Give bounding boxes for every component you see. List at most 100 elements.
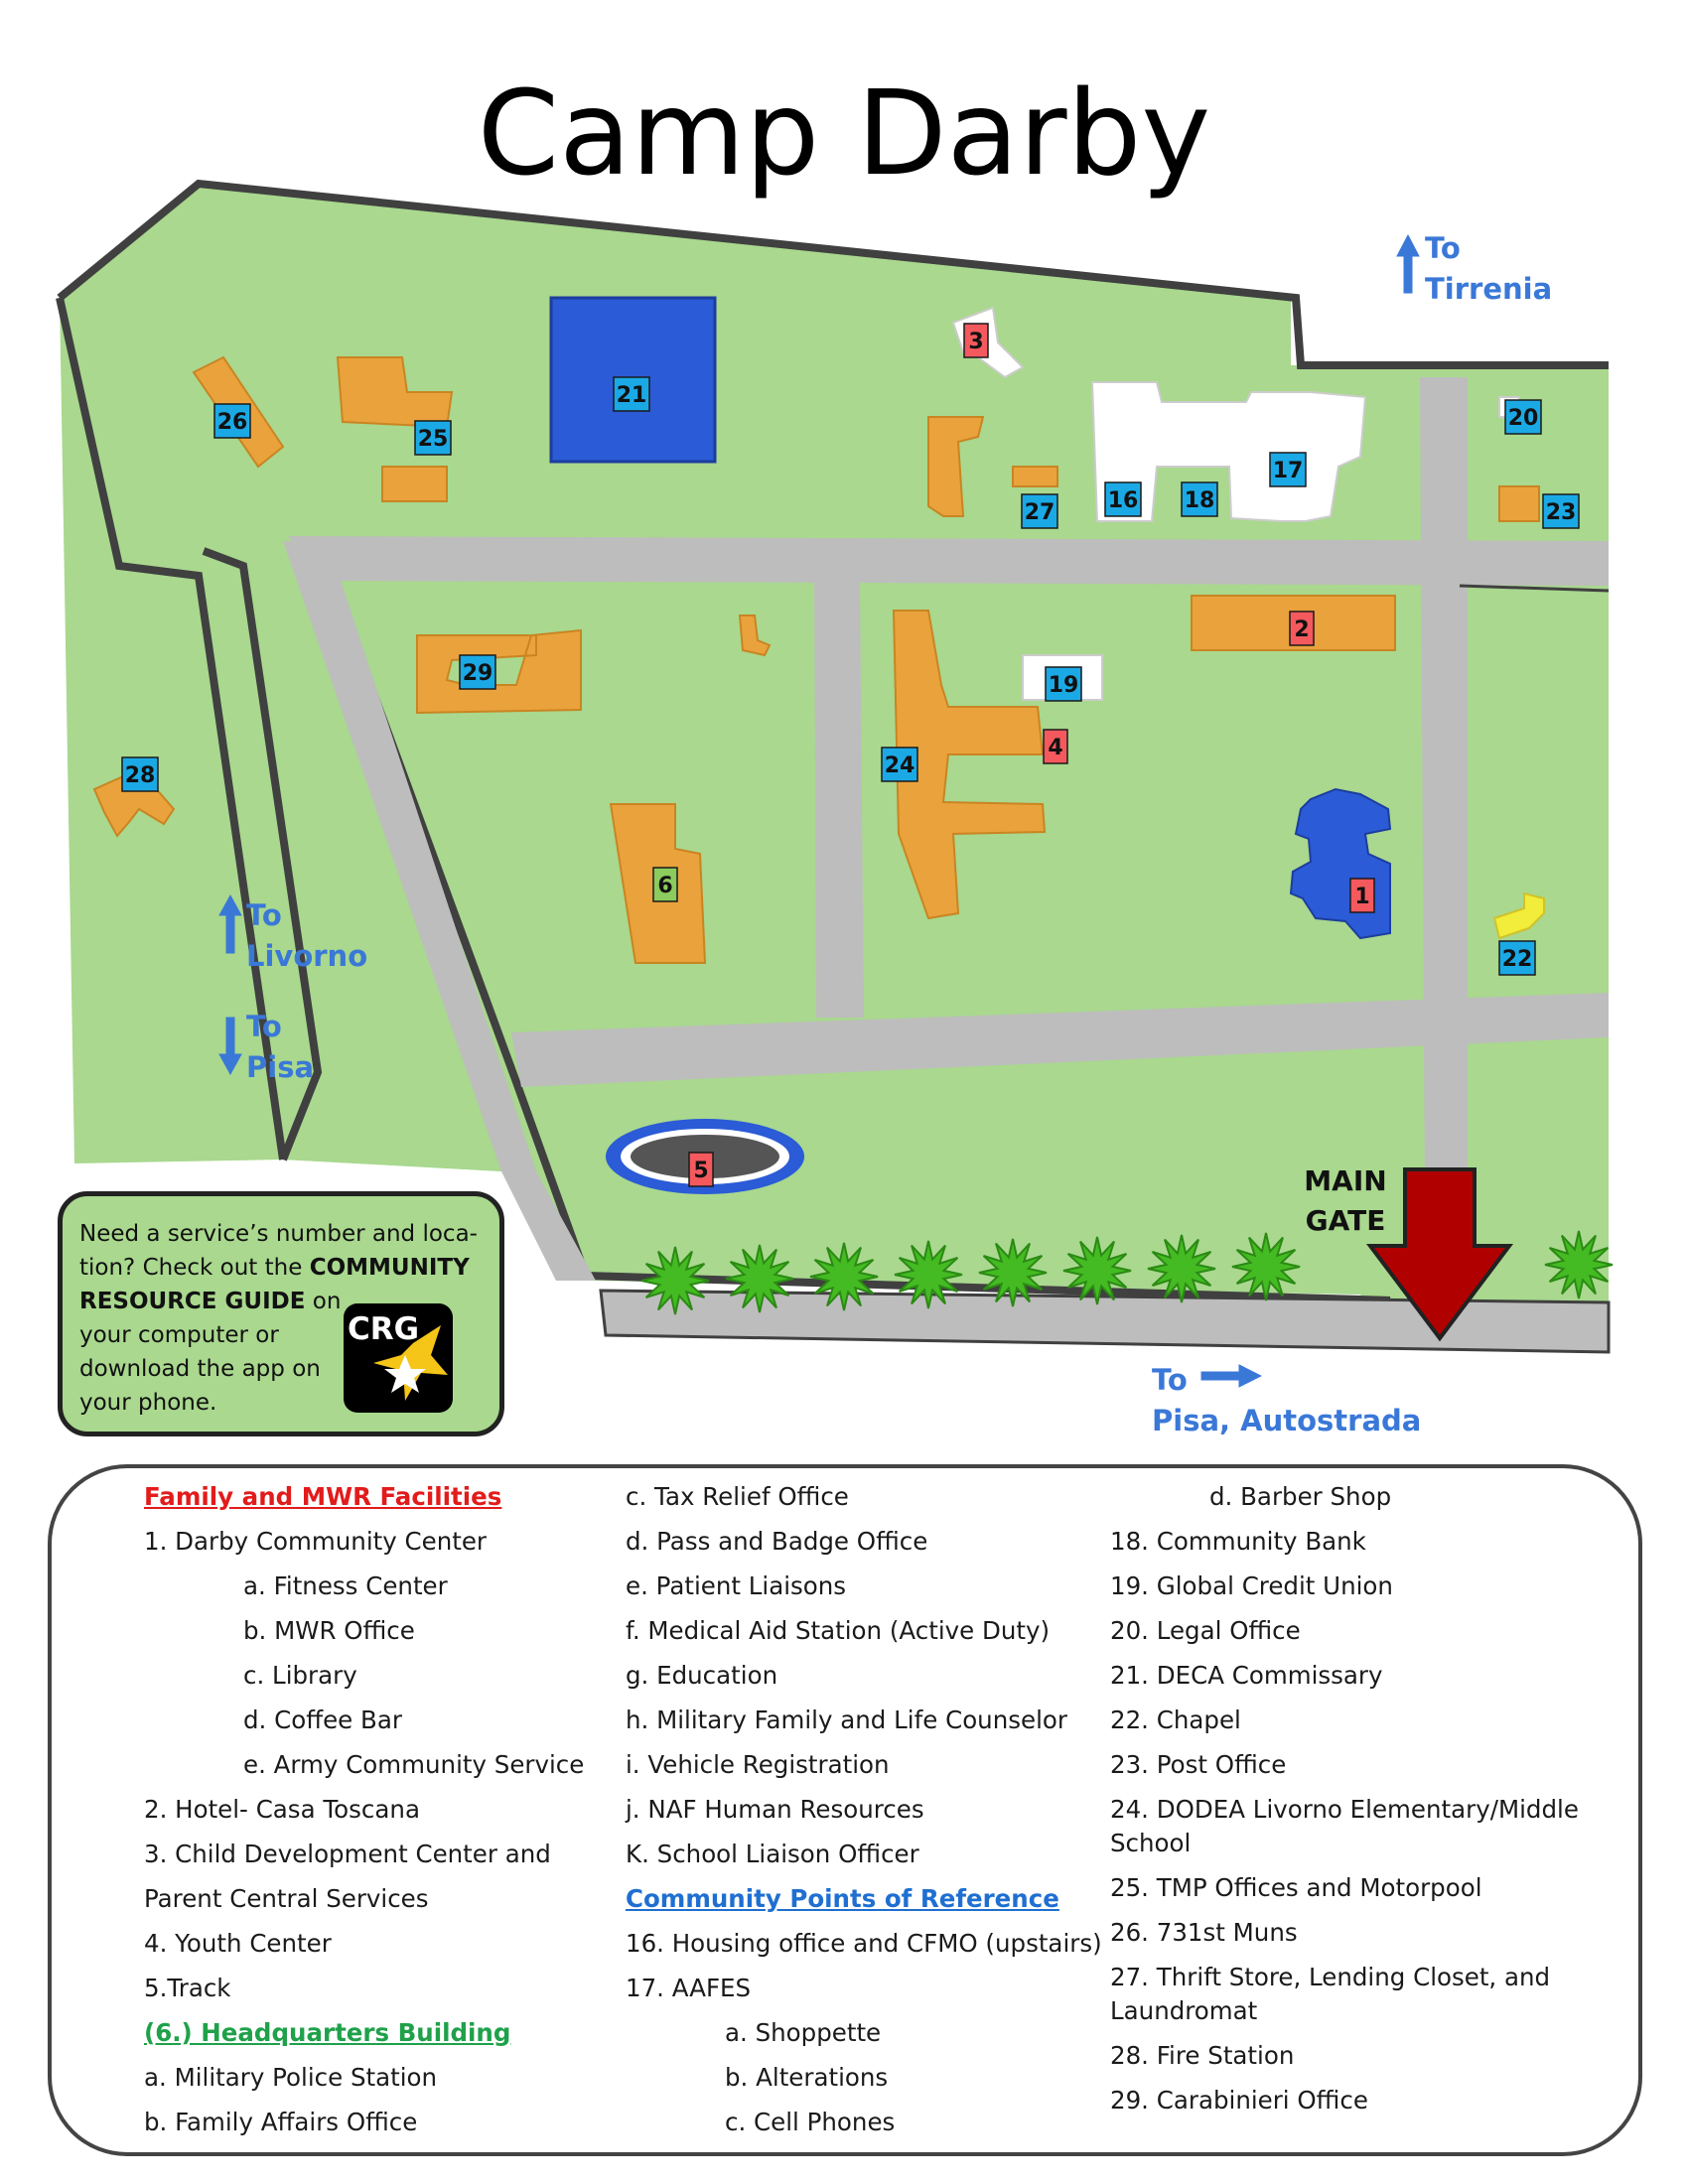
crg-line6: your phone. [79, 1390, 217, 1416]
map-marker-17[interactable]: 17 [1269, 452, 1307, 487]
map-marker-4[interactable]: 4 [1043, 729, 1068, 764]
direction-autostrada-line1: To [1152, 1363, 1188, 1397]
boundary-west [56, 297, 287, 1160]
road-north [288, 536, 1609, 586]
map-marker-18[interactable]: 18 [1181, 481, 1218, 517]
map-marker-19[interactable]: 19 [1045, 666, 1082, 702]
legend-item: c. Library [243, 1661, 357, 1690]
direction-livorno-line1: To [246, 898, 282, 932]
legend-item: d. Pass and Badge Office [626, 1527, 928, 1556]
crg-line2: tion? Check out the [79, 1255, 310, 1281]
map-marker-label: 26 [217, 410, 248, 435]
legend-item: a. Fitness Center [243, 1571, 448, 1600]
legend-item: 23. Post Office [1110, 1750, 1287, 1779]
legend-item: b. MWR Office [243, 1616, 415, 1645]
map-marker-label: 25 [418, 427, 449, 452]
tree [1544, 1230, 1614, 1299]
direction-arrows [218, 233, 1420, 1388]
map-marker-23[interactable]: 23 [1542, 493, 1580, 529]
legend-item: j. NAF Human Resources [626, 1795, 924, 1824]
legend-item: 18. Community Bank [1110, 1527, 1366, 1556]
crg-logo-text: CRG [347, 1311, 420, 1347]
map-marker-1[interactable]: 1 [1349, 878, 1375, 913]
direction-pisa-line1: To [246, 1010, 282, 1043]
page-title: Camp Darby [477, 65, 1211, 202]
road-west-diagonal [283, 541, 596, 1281]
map-marker-21[interactable]: 21 [613, 376, 650, 412]
legend-item: d. Barber Shop [1209, 1482, 1392, 1511]
map-marker-22[interactable]: 22 [1498, 940, 1536, 976]
legend-item: 1. Darby Community Center [144, 1527, 487, 1556]
legend-item: Community Points of Reference [626, 1884, 1059, 1913]
tree [809, 1242, 879, 1311]
legend-item: b. Family Affairs Office [144, 2108, 418, 2136]
legend-column-2: c. Tax Relief Office d. Pass and Badge Of… [626, 1474, 1102, 2144]
map-marker-label: 5 [693, 1159, 708, 1183]
legend-item: 20. Legal Office [1110, 1616, 1301, 1645]
map-marker-24[interactable]: 24 [881, 747, 918, 782]
map-marker-25[interactable]: 25 [414, 420, 452, 456]
tree [894, 1240, 963, 1309]
star-icon [373, 1325, 448, 1401]
legend-item: Parent Central Services [144, 1884, 429, 1913]
map-marker-label: 16 [1108, 488, 1139, 513]
road-south [511, 993, 1609, 1087]
legend-item: a. Shoppette [725, 2018, 882, 2047]
legend-item: 4. Youth Center [144, 1929, 332, 1958]
crg-resource-guide: RESOURCE GUIDE [79, 1289, 306, 1314]
legend-item: 27. Thrift Store, Lending Closet, and La… [1110, 1963, 1551, 2025]
direction-pisa-line2: Pisa [246, 1050, 315, 1084]
map-marker-label: 2 [1294, 617, 1309, 642]
legend-item: d. Coffee Bar [243, 1706, 402, 1734]
legend-item: h. Military Family and Life Counselor [626, 1706, 1067, 1734]
crg-community: COMMUNITY [309, 1255, 470, 1281]
legend-item: 5.Track [144, 1974, 231, 2002]
map-marker-label: 4 [1048, 736, 1062, 760]
map-marker-26[interactable]: 26 [213, 403, 251, 439]
map-marker-label: 19 [1049, 673, 1079, 698]
map-marker-label: 18 [1185, 488, 1215, 513]
map-marker-6[interactable]: 6 [652, 867, 678, 902]
map-marker-label: 29 [463, 661, 493, 686]
map-marker-20[interactable]: 20 [1504, 399, 1542, 435]
map-marker-label: 23 [1546, 500, 1577, 525]
legend-item: 17. AAFES [626, 1974, 752, 2002]
tree [978, 1238, 1048, 1307]
map-marker-label: 17 [1273, 459, 1304, 483]
legend-item: (6.) Headquarters Building [144, 2018, 511, 2047]
direction-autostrada-line2: Pisa, Autostrada [1152, 1404, 1422, 1437]
tree [1062, 1236, 1132, 1305]
direction-pisa: To Pisa [246, 1007, 314, 1088]
legend-item: 16. Housing office and CFMO (upstairs) [626, 1929, 1102, 1958]
trees [640, 1230, 1614, 1315]
map-marker-2[interactable]: 2 [1289, 611, 1315, 646]
map-marker-5[interactable]: 5 [688, 1152, 714, 1187]
tree [725, 1244, 794, 1313]
legend-item: e. Patient Liaisons [626, 1571, 847, 1600]
legend-item: c. Tax Relief Office [626, 1482, 849, 1511]
map-marker-29[interactable]: 29 [459, 654, 496, 690]
legend-item: 24. DODEA Livorno Elementary/Middle Scho… [1110, 1795, 1579, 1857]
map-marker-label: 1 [1354, 885, 1369, 909]
main-gate-line1: MAIN [1304, 1164, 1387, 1197]
tree [640, 1246, 710, 1315]
map-marker-3[interactable]: 3 [963, 323, 989, 358]
building-22-chapel [1492, 891, 1545, 940]
boundary-southwest [202, 547, 323, 1161]
legend-item: 26. 731st Muns [1110, 1918, 1298, 1947]
crg-logo[interactable]: CRG [344, 1303, 453, 1413]
legend-item: 19. Global Credit Union [1110, 1571, 1393, 1600]
legend-item: 22. Chapel [1110, 1706, 1241, 1734]
map-marker-label: 6 [657, 874, 672, 898]
map-marker-27[interactable]: 27 [1021, 493, 1058, 529]
map-marker-label: 20 [1508, 406, 1539, 431]
direction-tirrenia-line1: To [1425, 231, 1461, 265]
map-marker-28[interactable]: 28 [121, 756, 159, 792]
legend-item: e. Army Community Service [243, 1750, 585, 1779]
legend-item: b. Alterations [725, 2063, 889, 2092]
legend-item: 21. DECA Commissary [1110, 1661, 1383, 1690]
map-marker-16[interactable]: 16 [1104, 481, 1142, 517]
